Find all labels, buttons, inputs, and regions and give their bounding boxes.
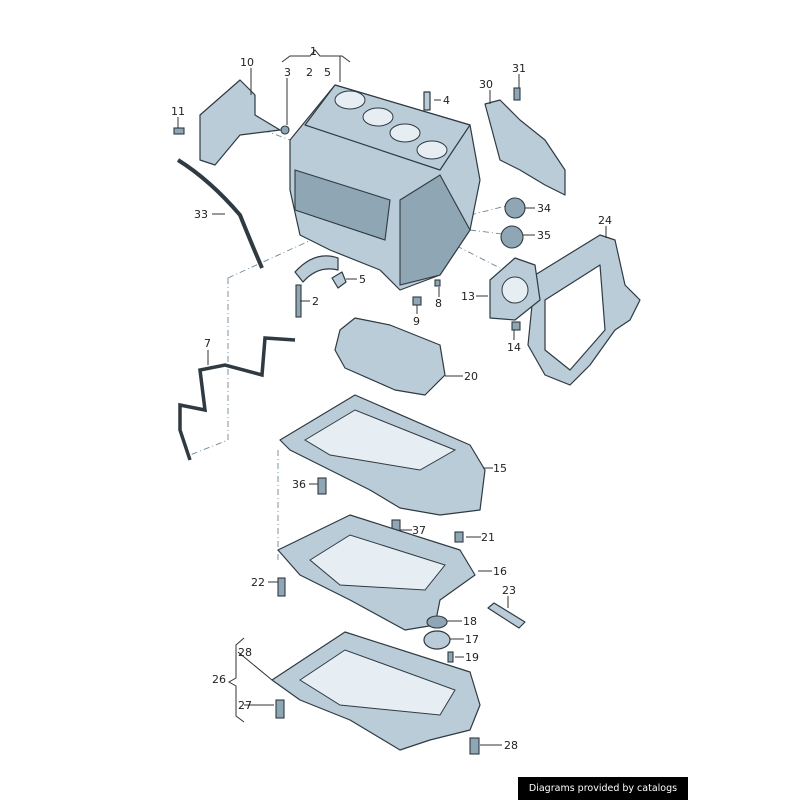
callout-19: 19 <box>465 651 479 664</box>
callout-11: 11 <box>171 105 185 118</box>
callout-31: 31 <box>512 62 526 75</box>
callout-2: 2 <box>306 66 313 79</box>
sealing-plug[interactable] <box>500 225 524 249</box>
assembly-line <box>227 235 321 279</box>
callout-10: 10 <box>240 56 254 69</box>
oil-spray-jet[interactable] <box>331 271 347 289</box>
drain-plug[interactable] <box>275 699 285 719</box>
callout-17: 17 <box>465 633 479 646</box>
flange[interactable] <box>423 630 451 650</box>
cylinder-block[interactable] <box>289 84 481 291</box>
callout-5: 5 <box>324 66 331 79</box>
assembly-line <box>189 278 229 456</box>
callout-3: 3 <box>284 66 291 79</box>
oil-line[interactable] <box>178 336 296 461</box>
callout-37: 37 <box>412 524 426 537</box>
callout-33: 33 <box>194 208 208 221</box>
callout-30: 30 <box>479 78 493 91</box>
plug[interactable] <box>280 125 290 135</box>
callout-28: 28 <box>238 646 252 659</box>
oil-pan-baffle[interactable] <box>277 514 476 631</box>
drain-plug[interactable] <box>454 531 464 543</box>
callout-15: 15 <box>493 462 507 475</box>
callout-14: 14 <box>507 341 521 354</box>
sealing-flange[interactable] <box>489 257 541 321</box>
callout-22: 22 <box>251 576 265 589</box>
callout-35: 35 <box>537 229 551 242</box>
callout-18: 18 <box>463 615 477 628</box>
baffle-plate[interactable] <box>334 317 446 396</box>
callout-26: 26 <box>212 673 226 686</box>
callout-5: 5 <box>359 273 366 286</box>
bolt[interactable] <box>511 321 521 331</box>
heat-shield[interactable] <box>484 99 566 196</box>
upper-oil-pan[interactable] <box>279 394 486 516</box>
screw[interactable] <box>447 651 454 663</box>
callout-7: 7 <box>204 337 211 350</box>
callout-4: 4 <box>443 94 450 107</box>
bearing-cap[interactable] <box>294 255 339 283</box>
gasket[interactable] <box>527 234 641 386</box>
callout-8: 8 <box>435 297 442 310</box>
callout-28: 28 <box>504 739 518 752</box>
callout-13: 13 <box>461 290 475 303</box>
sleeve[interactable] <box>412 296 422 306</box>
callout-24: 24 <box>598 214 612 227</box>
callout-20: 20 <box>464 370 478 383</box>
lower-oil-pan[interactable] <box>271 631 481 751</box>
pin[interactable] <box>434 279 441 287</box>
sealant-tube[interactable] <box>487 602 526 629</box>
bracket[interactable] <box>199 79 281 166</box>
screw[interactable] <box>277 577 286 597</box>
screw[interactable] <box>317 477 327 495</box>
callout-27: 27 <box>238 699 252 712</box>
callout-16: 16 <box>493 565 507 578</box>
dowel-pin[interactable] <box>423 91 431 111</box>
assembly-line <box>444 204 511 269</box>
credit-banner: Diagrams provided by catalogs parts <box>518 777 688 800</box>
callout-2: 2 <box>312 295 319 308</box>
callout-21: 21 <box>481 531 495 544</box>
bolt[interactable] <box>513 87 521 101</box>
sealing-plug[interactable] <box>504 197 526 219</box>
callout-9: 9 <box>413 315 420 328</box>
seal-ring[interactable] <box>426 615 448 629</box>
bolt[interactable] <box>173 127 185 135</box>
callout-36: 36 <box>292 478 306 491</box>
callout-1: 1 <box>310 45 317 58</box>
drain-plug[interactable] <box>469 737 480 755</box>
dipstick-guide-tube[interactable] <box>176 158 264 269</box>
callout-34: 34 <box>537 202 551 215</box>
callout-23: 23 <box>502 584 516 597</box>
